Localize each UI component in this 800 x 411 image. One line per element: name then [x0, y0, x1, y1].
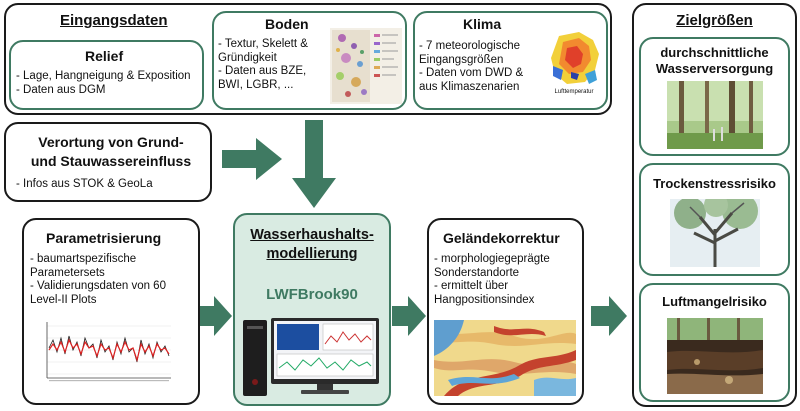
arrow-right-icon: [222, 138, 282, 180]
modellierung-title-line: Wasserhaushalts-: [250, 227, 374, 243]
climate-map-caption: Lufttemperatur: [554, 89, 593, 95]
modellierung-title-line: modellierung: [266, 246, 358, 262]
relief-item: Daten aus DGM: [16, 84, 202, 98]
klima-item: 7 meteorologische Eingangsgrößen: [419, 40, 544, 67]
verortung-title-line: Verortung von Grund-: [38, 134, 184, 150]
ziel-wasserversorgung-label: durchschnittliche Wasserversorgung: [639, 45, 790, 77]
gelaende-item: ermittelt über Hangpositionsindex: [434, 280, 579, 307]
model-name: LWFBrook90: [266, 286, 358, 303]
boden-item: Daten aus BZE, BWI, LGBR, ...: [218, 65, 328, 92]
parametrisierung-title: Parametrisierung: [46, 230, 162, 246]
relief-list: Lage, Hangneigung & Exposition Daten aus…: [16, 70, 202, 97]
arrow-right-icon: [198, 296, 232, 336]
ziel-label-line: Wasserversorgung: [655, 61, 774, 76]
verortung-list: Infos aus STOK & GeoLa: [16, 178, 206, 192]
parametrisierung-item: Validierungsdaten von 60 Level-II Plots: [30, 280, 195, 307]
terrain-map-image: [434, 320, 576, 396]
boden-item: Textur, Skelett & Gründigkeit: [218, 38, 328, 65]
soil-profile-photo-image: [667, 318, 763, 394]
forest-photo-image: [667, 81, 763, 149]
zielgroessen-title: Zielgrößen: [676, 12, 753, 29]
arrow-right-icon: [392, 296, 426, 336]
boden-list: Textur, Skelett & Gründigkeit Daten aus …: [218, 38, 328, 92]
modellierung-title: Wasserhaushalts- modellierung: [235, 226, 389, 264]
parametrisierung-list: baumartspezifische Parametersets Validie…: [30, 253, 195, 307]
verortung-title-line: und Stauwassereinfluss: [30, 153, 192, 169]
computer-image: [243, 318, 379, 396]
tree-canopy-photo-image: [670, 199, 760, 267]
boden-title: Boden: [265, 16, 309, 32]
climate-map-image: Lufttemperatur: [545, 30, 603, 96]
ziel-luftmangel-label: Luftmangelrisiko: [662, 294, 767, 309]
timeseries-plot-image: [33, 318, 173, 390]
ziel-label-line: durchschnittliche: [660, 45, 769, 60]
arrow-right-icon: [591, 296, 627, 336]
klima-title: Klima: [463, 16, 502, 32]
gelaende-list: morphologiegeprägte Sonderstandorte ermi…: [434, 253, 579, 307]
verortung-title: Verortung von Grund- und Stauwassereinfl…: [12, 133, 210, 171]
relief-item: Lage, Hangneigung & Exposition: [16, 70, 202, 84]
soil-map-image: [330, 28, 402, 104]
arrow-down-icon: [292, 120, 336, 208]
verortung-item: Infos aus STOK & GeoLa: [16, 178, 206, 192]
relief-title: Relief: [85, 48, 124, 64]
gelaende-item: morphologiegeprägte Sonderstandorte: [434, 253, 579, 280]
eingangsdaten-title: Eingangsdaten: [60, 12, 168, 29]
klima-list: 7 meteorologische Eingangsgrößen Daten v…: [419, 40, 544, 94]
ziel-trockenstress-label: Trockenstressrisiko: [653, 176, 776, 191]
klima-item: Daten vom DWD & aus Klimaszenarien: [419, 67, 544, 94]
gelaende-title: Geländekorrektur: [443, 230, 560, 246]
parametrisierung-item: baumartspezifische Parametersets: [30, 253, 195, 280]
